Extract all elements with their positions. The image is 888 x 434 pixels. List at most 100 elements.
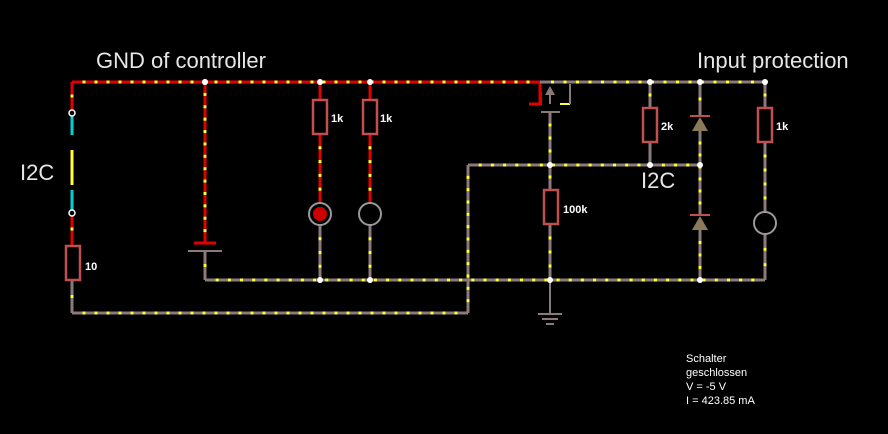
current-dot [674, 163, 678, 167]
current-dot [490, 163, 494, 167]
current-dot [154, 80, 158, 84]
current-dot [466, 80, 470, 84]
current-dot [698, 153, 702, 157]
current-dot [274, 311, 278, 315]
current-dot [588, 163, 592, 167]
led-icon[interactable] [308, 202, 332, 226]
current-dot [763, 182, 767, 186]
current-dot [514, 80, 518, 84]
label-input-protection: Input protection [697, 48, 849, 73]
current-dot [548, 250, 552, 254]
output-lamp-icon[interactable] [753, 211, 777, 235]
current-dot [166, 311, 170, 315]
current-dot [688, 80, 692, 84]
label-i2c-left: I2C [20, 160, 54, 185]
current-dot [617, 278, 621, 282]
current-dot [548, 136, 552, 140]
current-dot [337, 278, 341, 282]
current-dot [638, 80, 642, 84]
lamp-icon[interactable] [358, 202, 382, 226]
current-dot [394, 311, 398, 315]
resistor-i2c-label: 10 [85, 261, 97, 273]
status-line-1: Schalter [686, 353, 727, 365]
current-dot [82, 80, 86, 84]
current-dot [563, 80, 567, 84]
junction-node [762, 79, 768, 85]
current-dot [698, 97, 702, 101]
current-dot [751, 278, 755, 282]
current-dot [495, 278, 499, 282]
transistor-icon[interactable] [529, 84, 571, 113]
status-line-2: geschlossen [686, 367, 748, 379]
current-dot [250, 80, 254, 84]
current-dot [698, 141, 702, 145]
current-dot [466, 299, 470, 303]
current-dot [548, 236, 552, 240]
resistor-led[interactable]: 1k [311, 98, 344, 136]
current-dot [310, 311, 314, 315]
resistor-divider[interactable]: 2k [641, 106, 674, 144]
junction-node [317, 277, 323, 283]
i2c-switch[interactable] [68, 109, 76, 217]
current-dot [106, 311, 110, 315]
current-dot [653, 278, 657, 282]
current-dot [726, 80, 729, 84]
current-dot [203, 130, 207, 134]
current-dot [490, 80, 494, 84]
current-dot [564, 163, 568, 167]
current-dot [507, 278, 511, 282]
current-dot [466, 188, 470, 192]
current-dot [190, 80, 194, 84]
current-dot [318, 146, 322, 150]
wires [70, 80, 767, 315]
current-dot [613, 163, 617, 167]
current-dot [466, 262, 470, 266]
current-dot [298, 80, 302, 84]
current-dot [466, 212, 470, 216]
resistor-output[interactable]: 1k [756, 106, 789, 144]
current-dot [264, 278, 268, 282]
current-dot [203, 264, 207, 267]
current-dot [361, 278, 365, 282]
junction-node [647, 162, 653, 168]
current-dot [358, 80, 362, 84]
current-dot [551, 163, 555, 167]
current-dot [227, 278, 231, 282]
current-dot [446, 278, 450, 282]
current-dot [648, 93, 652, 97]
current-dot [605, 278, 609, 282]
current-dot [548, 149, 552, 153]
status-readout: Schalter geschlossen V = -5 V I = 423.85… [686, 352, 755, 408]
current-dot [422, 278, 426, 282]
current-dot [678, 278, 682, 282]
current-dot [178, 311, 182, 315]
resistor-pulldown[interactable]: 100k [542, 188, 588, 226]
diode-icon[interactable] [690, 115, 710, 230]
status-line-4: I = 423.85 mA [686, 395, 755, 407]
current-dot [515, 163, 519, 167]
resistor-i2c[interactable]: 10 [64, 244, 97, 282]
current-dot [418, 311, 422, 315]
current-dot [203, 179, 207, 183]
current-dot [713, 80, 717, 84]
junction-node [697, 79, 703, 85]
current-dot [520, 278, 524, 282]
current-dot [334, 311, 338, 315]
current-dot [94, 80, 98, 84]
current-dot [548, 175, 552, 179]
resistor-lamp[interactable]: 1k [361, 98, 393, 136]
current-dot [318, 173, 322, 177]
current-dot [106, 80, 110, 84]
current-dot [203, 216, 207, 220]
current-dot [466, 249, 470, 253]
current-dot [763, 93, 767, 97]
current-dot [576, 163, 580, 167]
current-dot [502, 80, 506, 84]
current-dot [368, 237, 372, 241]
current-dot [142, 311, 146, 315]
current-dot [698, 189, 702, 193]
junction-node [367, 277, 373, 283]
battery[interactable] [188, 241, 222, 252]
current-dot [203, 204, 207, 208]
current-dot [368, 146, 372, 150]
